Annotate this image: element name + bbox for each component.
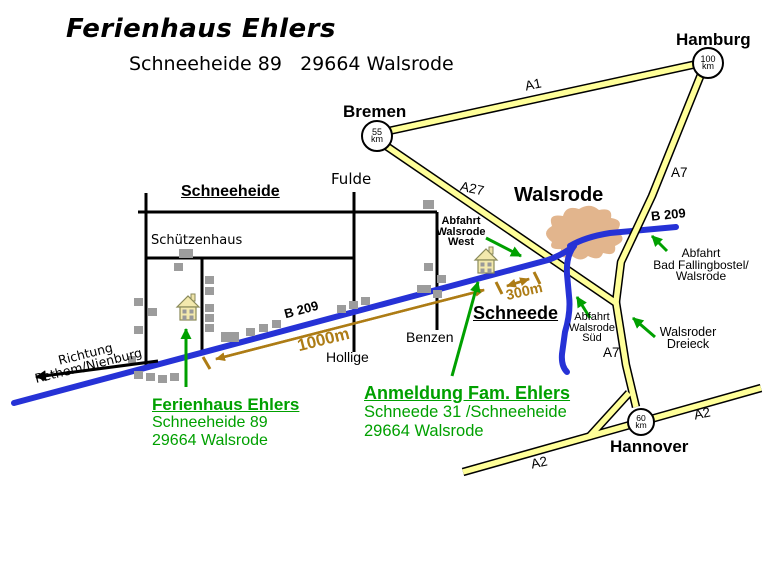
walsrode-city-area [546,205,623,260]
junction-label-walsroder-dreieck: Walsroder Dreieck [659,325,717,351]
badge-value: 100 [700,53,716,64]
exit-label-walsrode-west: Abfahrt Walsrode West [436,215,486,248]
badge-unit: km [635,420,647,430]
distance-badge-hannover: 60 km [627,408,655,436]
house-icon-anmeldung [474,246,498,274]
road-label-a7-south: A7 [603,345,620,360]
a1-road [374,59,707,137]
address-block-ferienhaus: Ferienhaus Ehlers Schneeheide 89 29664 W… [152,395,299,450]
badge-unit: km [371,134,383,144]
place-label-schneeheide: Schneeheide [181,183,280,200]
address-line: Schneeheide 89 [152,414,268,432]
pointer-arrows [180,234,669,387]
address-line: Schneede 31 /Schneeheide [364,403,567,422]
place-label-fulde: Fulde [331,170,372,188]
arrow-exit-sued [575,296,592,319]
exit-label-walsrode-sued: Abfahrt Walsrode Süd [568,311,616,344]
arrow-walsroder-dreieck [632,316,656,339]
page-subtitle: Schneeheide 89 29664 Walsrode [129,53,454,75]
city-label-hamburg: Hamburg [676,30,751,49]
distance-badge-bremen: 55 km [361,120,393,152]
a2-road [462,385,762,475]
city-label-hannover: Hannover [610,437,689,456]
arrow-exit-bad-fallingbostel [650,234,669,253]
a27-road [374,136,618,306]
badge-value: 60 [636,412,646,423]
a7-a2-link [586,391,632,439]
a7-road-south [613,301,639,408]
b209-road [11,243,577,406]
city-label-walsrode: Walsrode [514,184,604,206]
direction-arrow [35,359,159,382]
b209-south-branch [558,243,577,375]
badge-value: 55 [371,126,382,137]
building-markers [128,200,446,383]
house-icon-ferienhaus [176,293,200,321]
exit-label-bad-fallingbostel: Abfahrt Bad Fallingbostel/ Walsrode [653,246,749,283]
arrow-to-anmeldung [450,281,481,377]
badge-unit: km [702,61,714,71]
place-label-schneede: Schneede [473,303,559,323]
place-label-schuetzenhaus: Schützenhaus [151,233,243,248]
measure-arrows [201,271,542,370]
city-label-bremen: Bremen [343,102,407,121]
arrow-exit-west [485,236,522,258]
place-label-hollige: Hollige [326,349,369,365]
distance-badge-hamburg: 100 km [692,47,724,79]
address-line: 29664 Walsrode [152,431,268,449]
local-roads [138,192,439,370]
road-label-a7-north: A7 [671,165,688,180]
address-block-anmeldung: Anmeldung Fam. Ehlers Schneede 31 /Schne… [364,383,570,440]
address-heading: Ferienhaus Ehlers [152,395,300,414]
motorway-fills [374,59,762,475]
place-label-benzen: Benzen [406,329,454,345]
address-heading: Anmeldung Fam. Ehlers [364,383,571,403]
a7-road-north [613,60,709,303]
address-line: 29664 Walsrode [364,421,484,440]
page-title: Ferienhaus Ehlers [66,14,336,44]
